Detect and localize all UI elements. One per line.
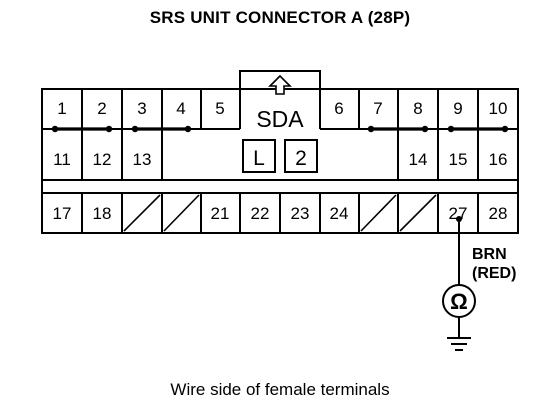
terminal-4: 4 xyxy=(176,99,185,118)
terminal-22: 22 xyxy=(251,204,270,223)
terminal-15: 15 xyxy=(449,150,468,169)
center-label: SDA xyxy=(256,106,304,132)
middle-row xyxy=(42,129,518,194)
bottom-row xyxy=(81,193,479,233)
terminal-17: 17 xyxy=(53,204,72,223)
terminal-13: 13 xyxy=(133,150,152,169)
ground-icon xyxy=(447,337,471,351)
terminal-28: 28 xyxy=(489,204,508,223)
terminal-9: 9 xyxy=(453,99,462,118)
lock-box-2-label: 2 xyxy=(295,147,307,170)
terminal-24: 24 xyxy=(330,204,349,223)
terminal-7: 7 xyxy=(373,99,382,118)
terminal-11: 11 xyxy=(53,150,71,169)
page-title: SRS UNIT CONNECTOR A (28P) xyxy=(149,8,411,27)
terminal-6: 6 xyxy=(334,99,343,118)
terminal-14: 14 xyxy=(409,150,428,169)
lock-box-l-label: L xyxy=(253,147,265,170)
empty-cavity-19 xyxy=(123,194,161,232)
lock-box-l xyxy=(242,139,276,173)
terminal-27: 27 xyxy=(449,204,468,223)
ohm-symbol: Ω xyxy=(450,289,468,314)
terminal-16: 16 xyxy=(489,150,508,169)
empty-cavity-26 xyxy=(399,194,437,232)
arrow-up-icon xyxy=(268,74,292,95)
terminal-10: 10 xyxy=(489,99,508,118)
wire-color-secondary: (RED) xyxy=(472,265,516,282)
probe-tip xyxy=(456,216,462,222)
wire-color-primary: BRN xyxy=(472,246,507,263)
terminal-23: 23 xyxy=(291,204,310,223)
terminal-8: 8 xyxy=(413,99,422,118)
lock-box-2 xyxy=(284,139,318,173)
terminal-3: 3 xyxy=(137,99,146,118)
terminal-12: 12 xyxy=(93,150,112,169)
empty-cavity-25 xyxy=(360,194,397,232)
terminal-21: 21 xyxy=(211,204,230,223)
terminal-5: 5 xyxy=(215,99,224,118)
connector-lock-tab xyxy=(239,70,321,89)
terminal-1: 1 xyxy=(57,99,66,118)
terminal-2: 2 xyxy=(97,99,106,118)
terminal-18: 18 xyxy=(93,204,112,223)
footer-caption: Wire side of female terminals xyxy=(170,380,390,399)
empty-cavity-20 xyxy=(163,194,200,232)
